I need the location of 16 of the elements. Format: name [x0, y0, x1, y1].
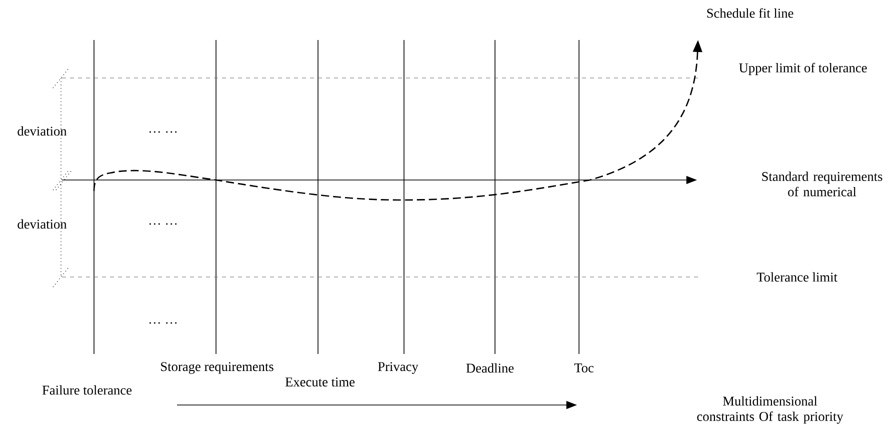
ellipsis: … … [149, 223, 177, 225]
axis-label: Multidimensional constraints Of task priority [697, 396, 844, 424]
ellipsis: … … [149, 322, 177, 324]
limit-label: Upper limit of tolerance [739, 62, 867, 76]
limit-label: Tolerance limit [756, 272, 838, 282]
constraint-label: Toc [574, 364, 594, 372]
constraint-label: Failure tolerance [42, 385, 132, 395]
constraint-label: Storage requirements [161, 362, 274, 374]
ellipsis: … … [149, 131, 177, 133]
constraint-label: Deadline [466, 363, 514, 373]
axis-label: Standard requirements of numerical [762, 172, 882, 196]
axis-label: deviation [18, 219, 67, 229]
constraint-label: Privacy [378, 362, 418, 374]
curve-label: Schedule fit line [707, 8, 794, 18]
constraint-label: Execute time [285, 378, 355, 386]
axis-label: deviation [18, 126, 67, 136]
